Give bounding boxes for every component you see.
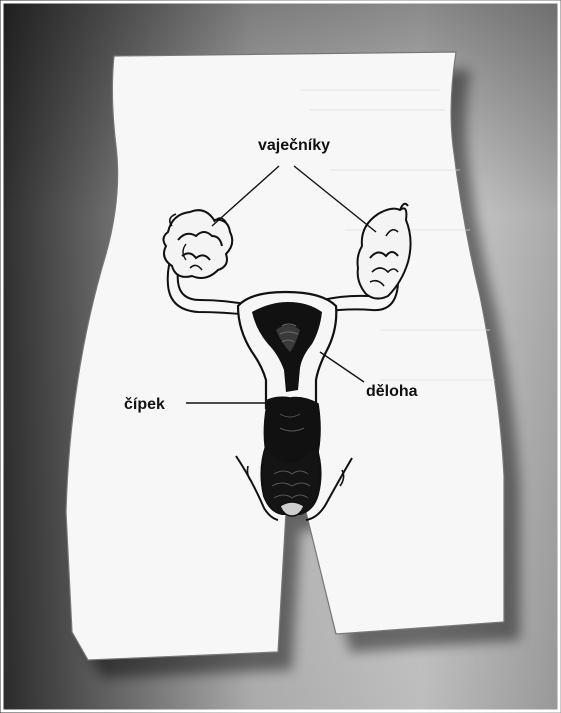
label-cervix: čípek bbox=[124, 396, 165, 413]
label-ovaries: vaječníky bbox=[258, 137, 330, 154]
label-uterus: děloha bbox=[366, 383, 418, 400]
left-ovary bbox=[163, 210, 232, 278]
